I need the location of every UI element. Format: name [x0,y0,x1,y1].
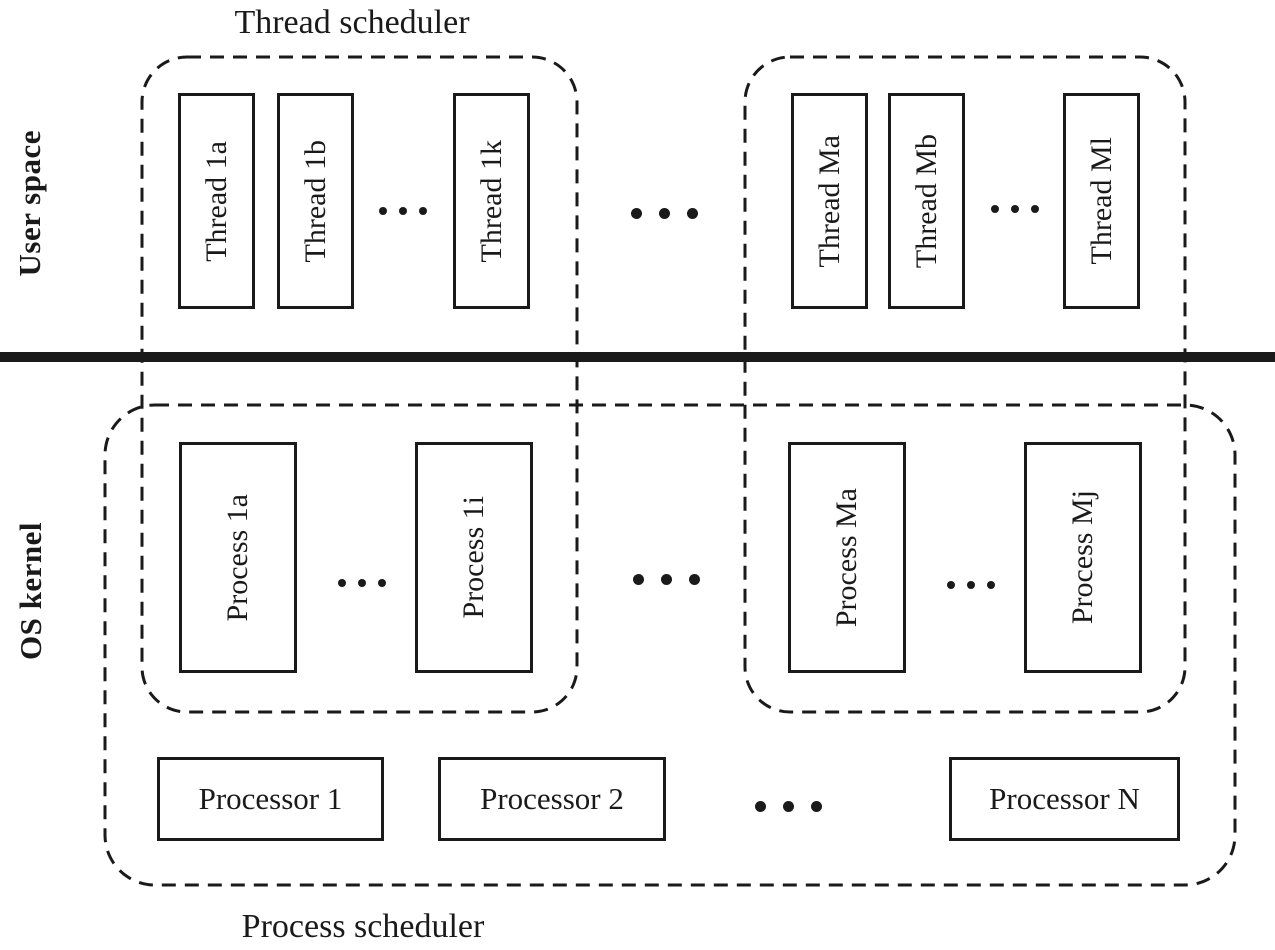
thread-box-1b: Thread 1b [277,93,354,309]
process-box-mj-label: Process Mj [1066,490,1099,625]
thread-box-mb-label: Thread Mb [909,133,943,269]
processor-box-1-label: Processor 1 [198,781,343,816]
process-box-mj: Process Mj [1024,442,1142,673]
process-scheduler-boundary [103,403,1237,887]
thread-box-1a: Thread 1a [178,93,255,309]
processor-box-2-label: Processor 2 [480,781,624,816]
processor-box-1: Processor 1 [157,757,384,841]
thread-box-ml: Thread Ml [1063,93,1140,309]
thread-group-m-boundary [743,55,1187,714]
process-box-ma-label: Process Ma [830,487,863,628]
thread-group-1-boundary [140,55,579,714]
thread-scheduler-label: Thread scheduler [234,4,470,41]
processor-box-2: Processor 2 [438,757,666,841]
processor-box-n-label: Processor N [989,781,1140,816]
thread-box-mb: Thread Mb [888,93,965,309]
thread-box-ma-label: Thread Ma [812,134,846,268]
process-box-1a: Process 1a [179,442,297,673]
ellipsis-icon [633,574,700,585]
ellipsis-icon [991,205,1039,213]
ellipsis-icon [379,207,427,215]
process-box-ma: Process Ma [788,442,906,673]
thread-box-1b-label: Thread 1b [298,139,332,263]
processor-box-n: Processor N [949,757,1180,841]
user-space-label: User space [12,130,47,277]
ellipsis-icon [755,801,822,812]
thread-box-1k-label: Thread 1k [474,139,508,263]
process-box-1a-label: Process 1a [221,493,254,622]
thread-box-ml-label: Thread Ml [1084,137,1118,265]
ellipsis-icon [947,581,995,589]
thread-box-1k: Thread 1k [453,93,530,309]
thread-box-1a-label: Thread 1a [199,140,233,262]
process-scheduler-label: Process scheduler [241,908,485,945]
ellipsis-icon [338,579,386,587]
thread-box-ma: Thread Ma [791,93,868,309]
process-box-1i-label: Process 1i [457,496,490,619]
ellipsis-icon [631,208,698,219]
process-box-1i: Process 1i [415,442,533,673]
os-kernel-label: OS kernel [13,522,48,660]
